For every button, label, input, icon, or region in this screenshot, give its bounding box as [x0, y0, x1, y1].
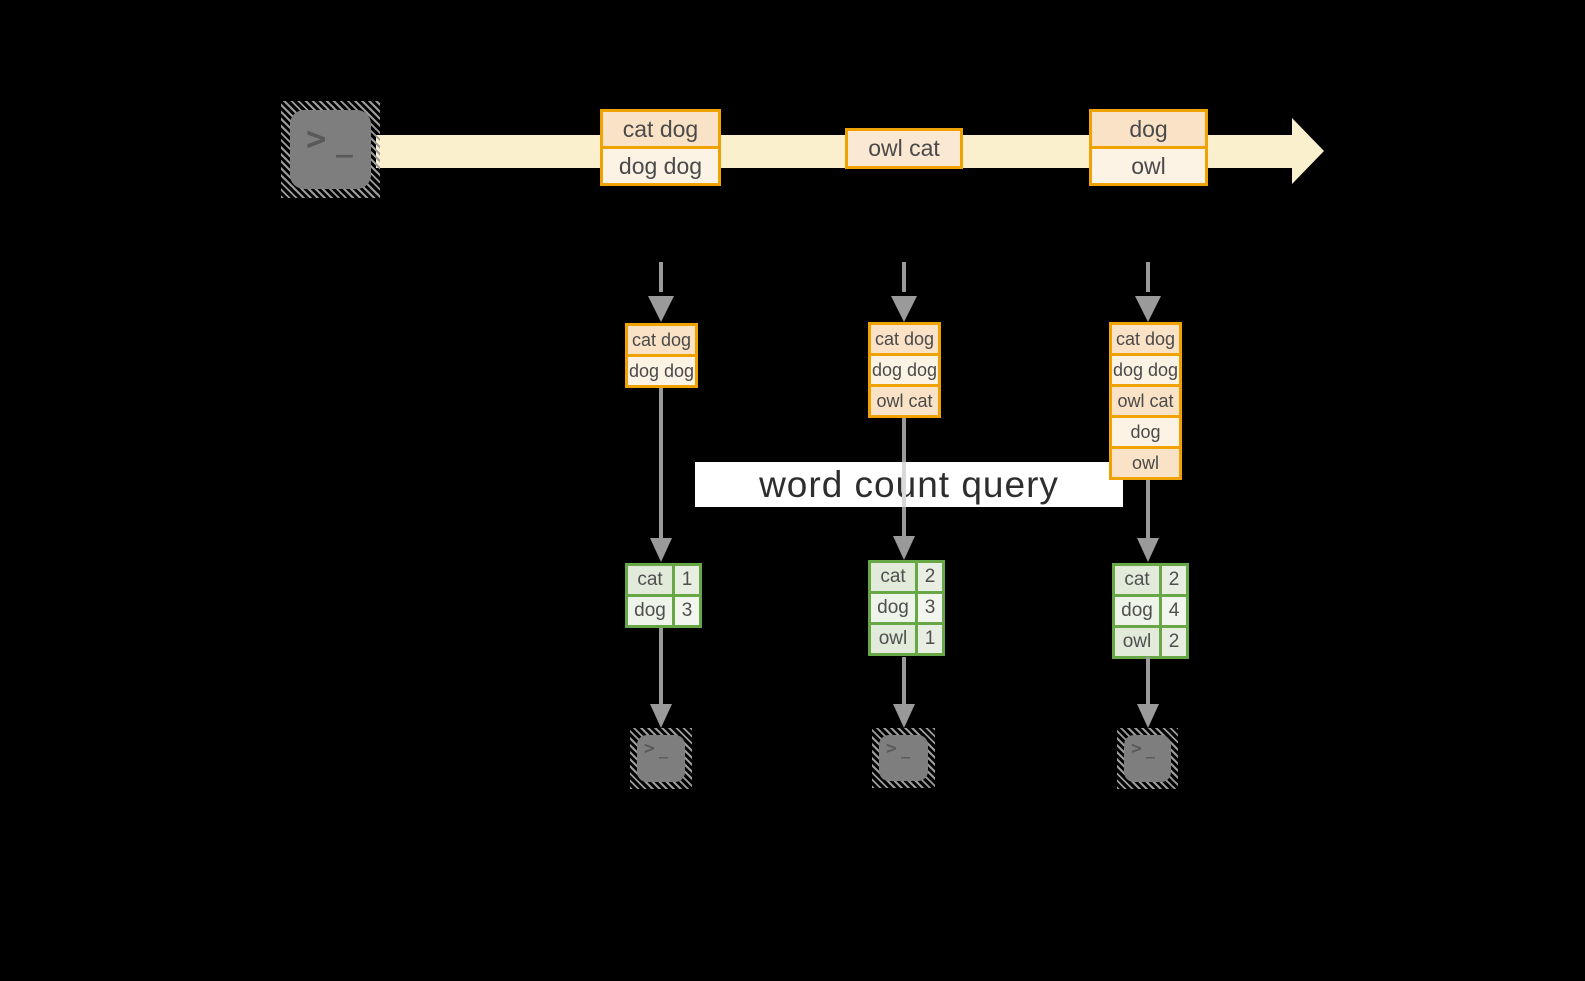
accumulated-item: dog dog — [628, 357, 695, 385]
batch-item: owl cat — [848, 131, 960, 166]
prompt-cursor-icon: _ — [336, 125, 353, 158]
sink-terminal-icon-1: > _ — [630, 728, 692, 789]
flow-arrow-line — [1146, 657, 1150, 706]
word-cell: owl — [871, 625, 915, 653]
prompt-chevron-icon: > — [1131, 738, 1142, 759]
count-cell: 1 — [918, 625, 942, 653]
accumulated-item: dog dog — [1112, 356, 1179, 384]
prompt-cursor-icon: _ — [1146, 741, 1156, 759]
sink-terminal-icon-2: > _ — [872, 728, 935, 788]
flow-arrow-head — [893, 704, 915, 728]
accumulated-item: dog — [1112, 418, 1179, 446]
dashed-arrow-line-1 — [659, 262, 663, 292]
flow-arrow-line-over-banner — [902, 462, 906, 507]
flow-arrow-head — [650, 704, 672, 728]
query-banner-label: word count query — [759, 463, 1059, 505]
dashed-arrow-line-2 — [902, 262, 906, 292]
count-cell: 3 — [675, 597, 699, 625]
terminal-body: > _ — [637, 735, 685, 782]
accumulated-item: owl cat — [871, 387, 938, 415]
batch-item: cat dog — [603, 112, 718, 146]
word-cell: dog — [871, 594, 915, 622]
flow-arrow-head — [1137, 538, 1159, 562]
count-cell: 2 — [1162, 566, 1186, 594]
flow-arrow-line — [659, 628, 663, 706]
prompt-cursor-icon: _ — [901, 741, 911, 759]
terminal-body: > _ — [879, 735, 928, 781]
flow-arrow-head — [893, 536, 915, 560]
batch-item: dog — [1092, 112, 1205, 146]
accumulated-item: owl cat — [1112, 387, 1179, 415]
accumulated-box-3: cat dog dog dog owl cat dog owl — [1109, 322, 1182, 480]
query-banner: word count query — [695, 462, 1123, 507]
word-cell: cat — [1115, 566, 1159, 594]
word-cell: cat — [628, 566, 672, 594]
accumulated-item: cat dog — [628, 326, 695, 354]
count-cell: 4 — [1162, 597, 1186, 625]
sink-terminal-icon-3: > _ — [1117, 728, 1178, 789]
terminal-body: > _ — [290, 110, 371, 189]
stream-source-terminal-icon: > _ — [281, 101, 380, 198]
count-table-1: cat 1 dog 3 — [625, 563, 702, 628]
terminal-body: > _ — [1124, 735, 1171, 782]
prompt-chevron-icon: > — [644, 738, 655, 759]
word-cell: owl — [1115, 628, 1159, 656]
count-cell: 2 — [1162, 628, 1186, 656]
dashed-arrow-head-1 — [648, 296, 674, 322]
stream-arrow-head — [1292, 118, 1324, 184]
dashed-arrow-head-3 — [1135, 296, 1161, 322]
word-cell: cat — [871, 563, 915, 591]
accumulated-item: cat dog — [1112, 325, 1179, 353]
stream-batch-box-1: cat dog dog dog — [600, 109, 721, 186]
word-cell: dog — [628, 597, 672, 625]
dashed-arrow-head-2 — [891, 296, 917, 322]
count-cell: 3 — [918, 594, 942, 622]
flow-arrow-line — [902, 657, 906, 706]
flow-arrow-head — [650, 538, 672, 562]
count-cell: 2 — [918, 563, 942, 591]
stream-batch-box-3: dog owl — [1089, 109, 1208, 186]
flow-arrow-head — [1137, 704, 1159, 728]
accumulated-box-1: cat dog dog dog — [625, 323, 698, 388]
accumulated-item: dog dog — [871, 356, 938, 384]
batch-item: dog dog — [603, 149, 718, 183]
accumulated-box-2: cat dog dog dog owl cat — [868, 322, 941, 418]
stream-batch-box-2: owl cat — [845, 128, 963, 169]
prompt-chevron-icon: > — [886, 738, 897, 759]
count-cell: 1 — [675, 566, 699, 594]
flow-arrow-line — [659, 388, 663, 538]
flow-arrow-line — [1146, 480, 1150, 538]
dashed-arrow-line-3 — [1146, 262, 1150, 292]
prompt-cursor-icon: _ — [659, 741, 669, 759]
accumulated-item: cat dog — [871, 325, 938, 353]
count-table-3: cat 2 dog 4 owl 2 — [1112, 563, 1189, 659]
count-table-2: cat 2 dog 3 owl 1 — [868, 560, 945, 656]
accumulated-item: owl — [1112, 449, 1179, 477]
batch-item: owl — [1092, 149, 1205, 183]
prompt-chevron-icon: > — [306, 119, 327, 159]
word-cell: dog — [1115, 597, 1159, 625]
